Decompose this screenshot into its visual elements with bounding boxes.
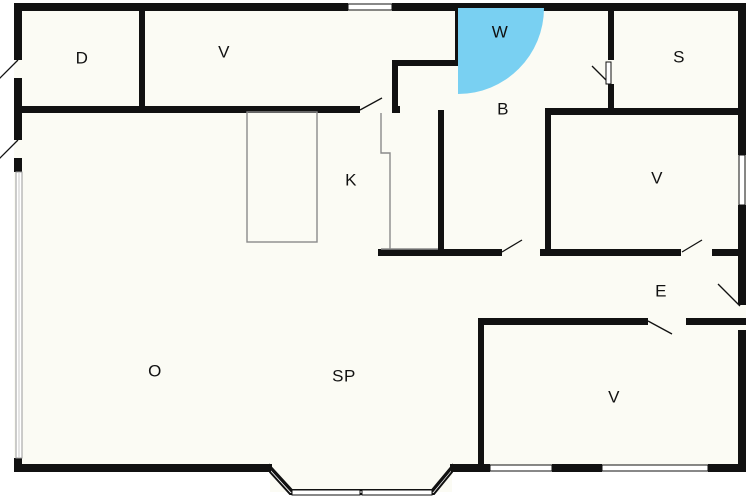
furniture-group [246, 111, 438, 250]
room-label-w: W [492, 22, 509, 41]
room-labels-group: D V W B S K V E O SP V [76, 22, 685, 406]
wall-v3-top-b [686, 318, 746, 325]
floor-fill-bay [270, 468, 452, 492]
bay-window-pane-2 [361, 489, 433, 496]
room-label-v3: V [608, 387, 620, 406]
room-label-k: K [345, 170, 357, 189]
wall-right-c [738, 330, 746, 472]
window-bottom-2 [601, 464, 709, 472]
wall-b-niche-vertical-left [392, 60, 398, 108]
exterior-walls [14, 3, 746, 472]
room-label-sp: SP [332, 366, 356, 385]
wall-bottom-right-b [552, 464, 602, 472]
window-left-long [15, 171, 23, 459]
door-v2-e[interactable] [681, 239, 703, 253]
wall-left-c [14, 158, 22, 172]
shower-area-highlight [458, 8, 544, 94]
room-label-o: O [148, 361, 162, 380]
room-label-v2: V [651, 168, 663, 187]
wall-k-right [438, 110, 444, 256]
wall-v3-top-a [478, 318, 648, 325]
wall-b-v-divider [545, 108, 551, 254]
wall-mid-b [540, 249, 681, 256]
bay-window-pane-1 [291, 489, 361, 496]
wall-s-v-divider [545, 108, 746, 115]
room-label-v1: V [218, 42, 230, 61]
wall-under-top-rooms-2 [392, 106, 400, 113]
wall-mid-c [712, 249, 746, 256]
wall-right-a [738, 3, 746, 155]
wall-mid-a [378, 249, 502, 256]
door-left-lower[interactable] [0, 139, 19, 162]
wall-d-v-divider [139, 6, 145, 110]
room-label-e: E [655, 281, 667, 300]
kitchen-counter-run [380, 113, 391, 249]
door-b-sp[interactable] [501, 239, 523, 253]
wall-b-niche-horizontal [392, 60, 461, 66]
wall-bottom-right-a [450, 464, 490, 472]
wall-bottom-left [14, 464, 272, 472]
door-v3-e[interactable] [647, 320, 673, 335]
wall-under-top-rooms [18, 106, 360, 113]
interior-walls [18, 6, 746, 468]
room-label-b: B [497, 99, 509, 118]
window-top [347, 3, 393, 11]
wall-left-a [14, 3, 22, 60]
room-label-s: S [673, 47, 685, 66]
room-label-d: D [76, 48, 89, 67]
wall-bottom-right-c [708, 464, 746, 472]
wall-b-s-upper [608, 6, 614, 60]
window-bottom-1 [489, 464, 553, 472]
door-left-upper[interactable] [0, 59, 19, 82]
wall-top-right [392, 3, 746, 11]
wall-b-s-lower [608, 84, 614, 114]
wall-v3-left [478, 318, 484, 468]
door-right-exterior[interactable] [717, 283, 741, 307]
door-leaf-b-s[interactable] [605, 61, 612, 85]
window-right [738, 154, 746, 206]
bay-window [269, 463, 453, 496]
kitchen-island [246, 111, 318, 243]
wall-top-left [14, 3, 348, 11]
door-k-lower-left[interactable] [359, 97, 383, 111]
door-symbols-group [0, 59, 741, 335]
